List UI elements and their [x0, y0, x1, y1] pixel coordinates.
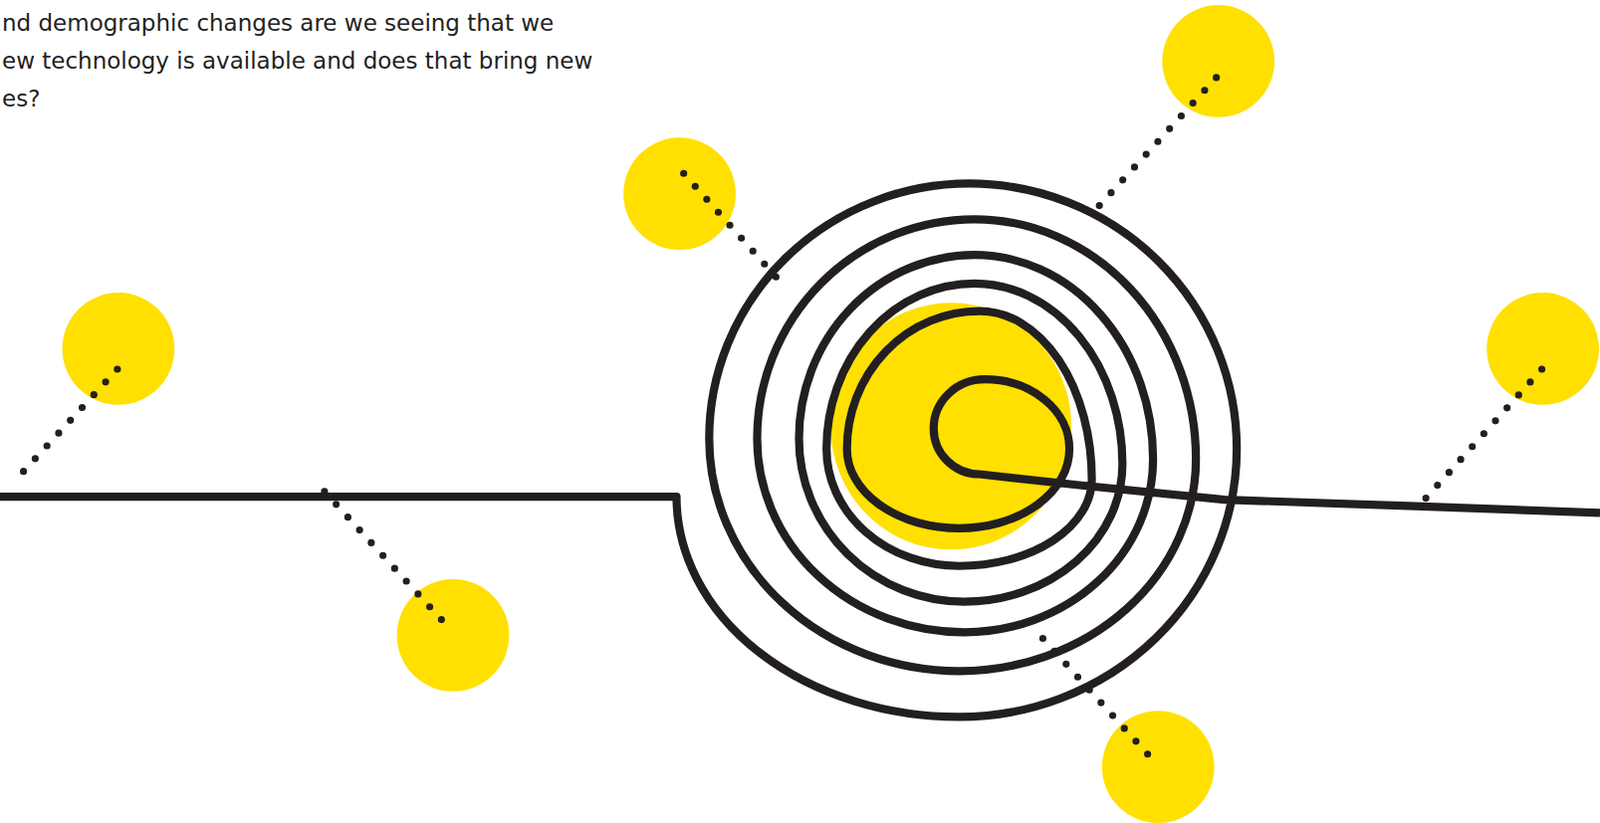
- intro-text-line: nd demographic changes are we seeing tha…: [1, 9, 554, 38]
- intro-text-line: es?: [1, 85, 40, 114]
- intro-text-line: ew technology is available and does that…: [1, 47, 593, 76]
- spiral-line: [0, 183, 1600, 717]
